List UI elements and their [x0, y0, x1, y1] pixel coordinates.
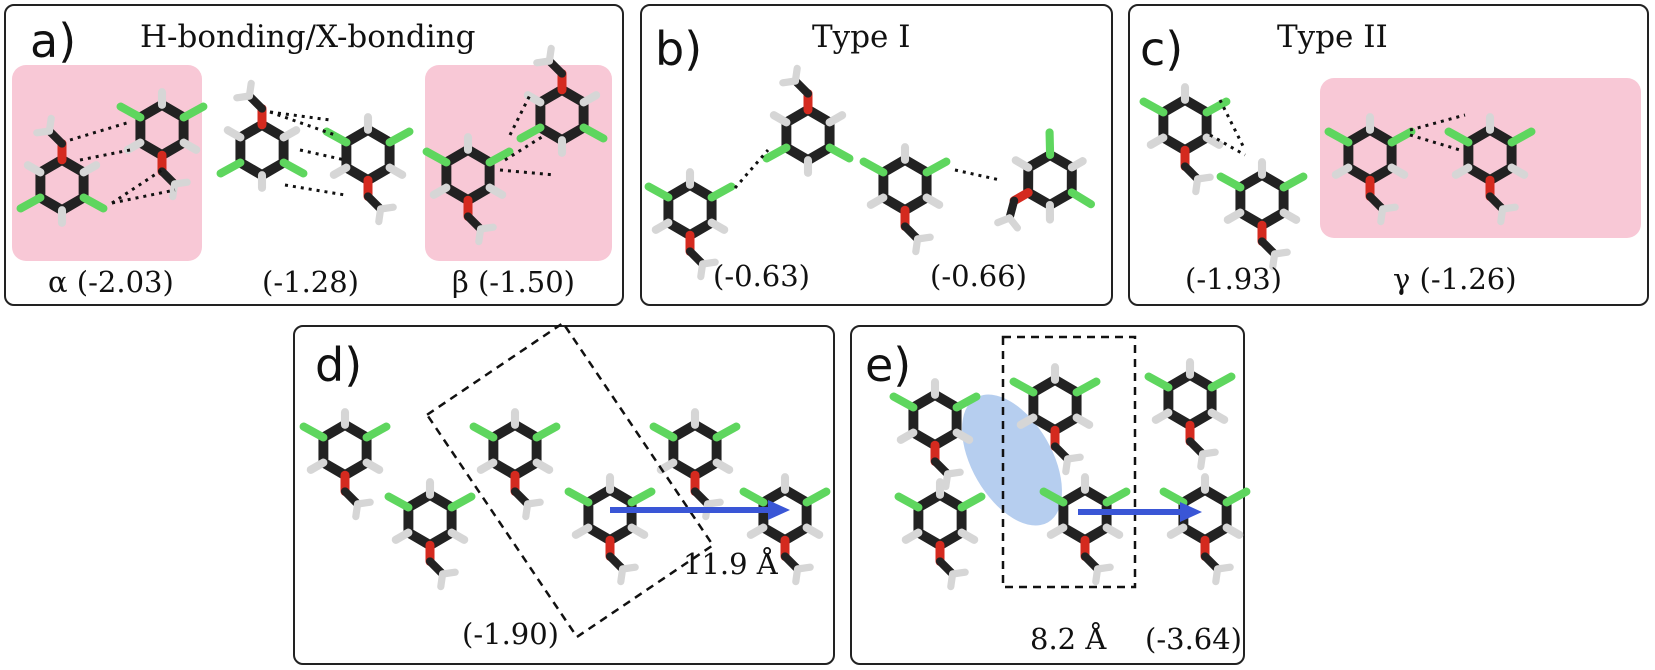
interaction-ellipse-e [962, 394, 1062, 526]
molecule-d1 [304, 412, 387, 516]
panel-e-letter: e) [865, 338, 912, 392]
molecule-d5 [654, 412, 737, 516]
panel-d-letter: d) [315, 338, 363, 392]
molecule-b2 [767, 68, 850, 172]
panel-b-energy-1: (-0.63) [713, 259, 810, 293]
molecule-b4 [972, 125, 1104, 249]
arrow-d [610, 500, 790, 520]
panel-b [640, 4, 1113, 306]
molecule-c2 [1221, 162, 1304, 266]
panel-c-letter: c) [1140, 22, 1184, 76]
panel-e-distance: 8.2 Å [1030, 622, 1107, 656]
highlight-gamma [1320, 78, 1641, 238]
panel-a-energy-beta: β (-1.50) [452, 265, 575, 299]
dashed-box-e [1001, 335, 1137, 589]
molecule-c3 [1329, 117, 1412, 221]
highlight-alpha [12, 65, 202, 261]
panel-b-letter: b) [655, 22, 703, 76]
molecule-a1 [21, 118, 104, 222]
panel-b-energy-2: (-0.66) [930, 259, 1027, 293]
molecule-e1 [894, 382, 977, 486]
panel-c-title: Type II [1277, 19, 1388, 55]
panel-a-energy-alpha: α (-2.03) [48, 265, 174, 299]
panel-a-title: H-bonding/X-bonding [140, 19, 476, 55]
molecule-c1 [1144, 87, 1227, 191]
molecule-d2 [389, 482, 472, 586]
dashed-box-d [425, 321, 715, 639]
panel-d-distance: 11.9 Å [683, 547, 778, 581]
molecule-b3 [864, 147, 947, 251]
panel-a-energy-middle: (-1.28) [262, 265, 359, 299]
panel-c-energy-1: (-1.93) [1185, 262, 1282, 296]
interaction-lines-c [1209, 99, 1466, 157]
interaction-lines-a [69, 94, 556, 205]
molecule-a3 [221, 83, 304, 187]
molecule-d4 [569, 477, 652, 581]
molecule-e6 [1164, 477, 1247, 581]
molecule-e2 [899, 482, 982, 586]
panel-c-energy-gamma: γ (-1.26) [1393, 262, 1517, 296]
panel-b-title: Type I [812, 19, 911, 55]
molecule-e5 [1149, 362, 1232, 466]
panel-e-energy: (-3.64) [1145, 622, 1242, 656]
molecule-c4 [1449, 117, 1532, 221]
molecule-a5 [427, 137, 510, 241]
molecule-a6 [521, 48, 604, 152]
arrow-e [1078, 502, 1202, 522]
panel-d-energy: (-1.90) [462, 617, 559, 651]
panel-a-letter: a) [30, 14, 77, 68]
molecule-a2 [121, 92, 204, 196]
molecule-a4 [327, 117, 410, 221]
interaction-lines-b [733, 149, 1001, 189]
